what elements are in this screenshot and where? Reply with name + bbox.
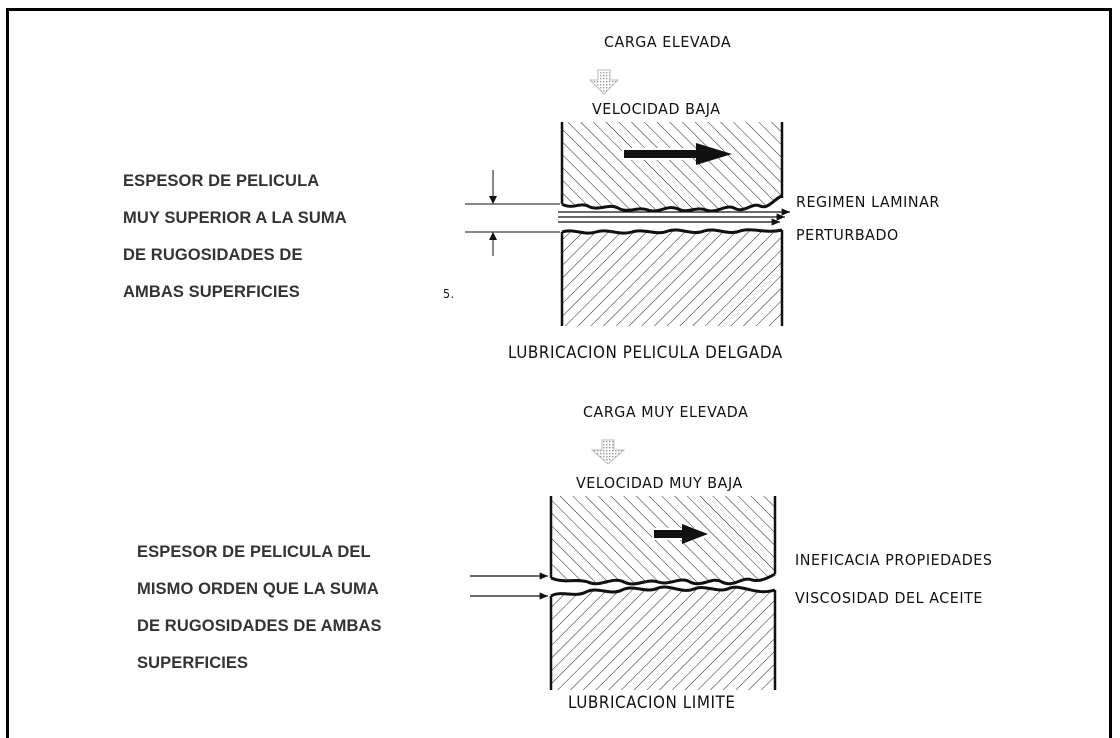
bottom-motion-arrow-icon	[654, 524, 708, 544]
top-film-note-line2: MUY SUPERIOR A LA SUMA	[123, 209, 347, 227]
bottom-load-arrow-icon	[590, 439, 626, 465]
top-load-arrow-icon	[588, 69, 620, 95]
bottom-caption: LUBRICACION LIMITE	[568, 693, 736, 712]
figure-frame	[6, 8, 1112, 738]
bottom-film-note-line3: DE RUGOSIDADES DE AMBAS	[137, 617, 382, 635]
bottom-leader-arrows	[470, 572, 548, 600]
top-thickness-dimension	[465, 170, 560, 256]
bottom-upper-block	[549, 496, 777, 586]
bottom-film-note-line1: ESPESOR DE PELICULA DEL	[137, 543, 371, 561]
top-flow-lines	[558, 208, 790, 226]
top-film-note-line3: DE RUGOSIDADES DE	[123, 246, 303, 264]
top-film-note-line1: ESPESOR DE PELICULA	[123, 172, 320, 190]
top-regime-label-line2: PERTURBADO	[796, 226, 899, 244]
top-speed-label: VELOCIDAD BAJA	[592, 100, 721, 118]
top-film-note-line4: AMBAS SUPERFICIES	[123, 283, 300, 301]
stray-mark: 5.	[443, 287, 455, 301]
bottom-speed-label: VELOCIDAD MUY BAJA	[576, 474, 743, 492]
top-caption: LUBRICACION PELICULA DELGADA	[508, 343, 783, 362]
bottom-lower-block	[549, 585, 777, 690]
top-regime-label-line1: REGIMEN LAMINAR	[796, 193, 940, 211]
bottom-effect-label-line1: INEFICACIA PROPIEDADES	[795, 551, 993, 569]
top-upper-block	[560, 122, 784, 213]
bottom-load-label: CARGA MUY ELEVADA	[583, 403, 749, 421]
top-motion-arrow-icon	[624, 143, 732, 165]
bottom-film-note-line2: MISMO ORDEN QUE LA SUMA	[137, 580, 379, 598]
bottom-effect-label-line2: VISCOSIDAD DEL ACEITE	[795, 589, 983, 607]
bottom-film-note-line4: SUPERFICIES	[137, 654, 249, 672]
top-lower-block	[560, 228, 784, 326]
top-load-label: CARGA ELEVADA	[604, 33, 732, 51]
